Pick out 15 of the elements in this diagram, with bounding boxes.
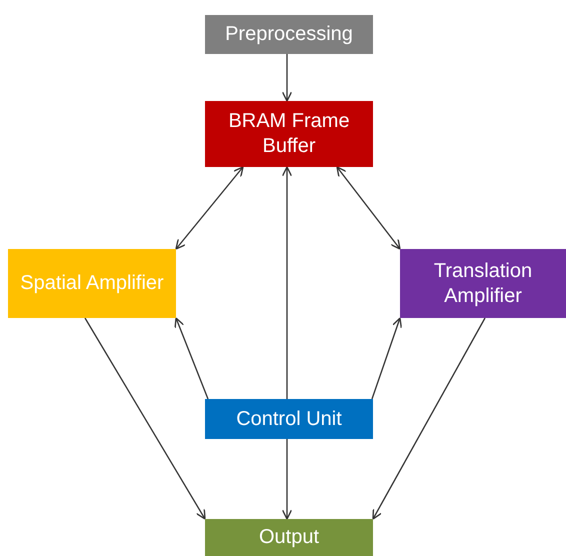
buffer-box: BRAM Frame Buffer xyxy=(205,101,373,167)
arrow xyxy=(372,318,486,520)
process-box: Preprocessing xyxy=(205,15,373,54)
arrow xyxy=(84,318,206,520)
arrow xyxy=(371,317,402,400)
arrow xyxy=(282,54,292,102)
arrow xyxy=(336,166,401,250)
amplifier-box: Spatial Amplifier xyxy=(8,249,176,318)
arrow xyxy=(175,166,244,250)
output-box: Output xyxy=(205,519,373,556)
arrow xyxy=(282,166,292,399)
control-box: Control Unit xyxy=(205,399,373,439)
amplifier-box: Translation Amplifier xyxy=(400,249,566,318)
arrow xyxy=(282,439,292,520)
arrow xyxy=(174,317,209,400)
